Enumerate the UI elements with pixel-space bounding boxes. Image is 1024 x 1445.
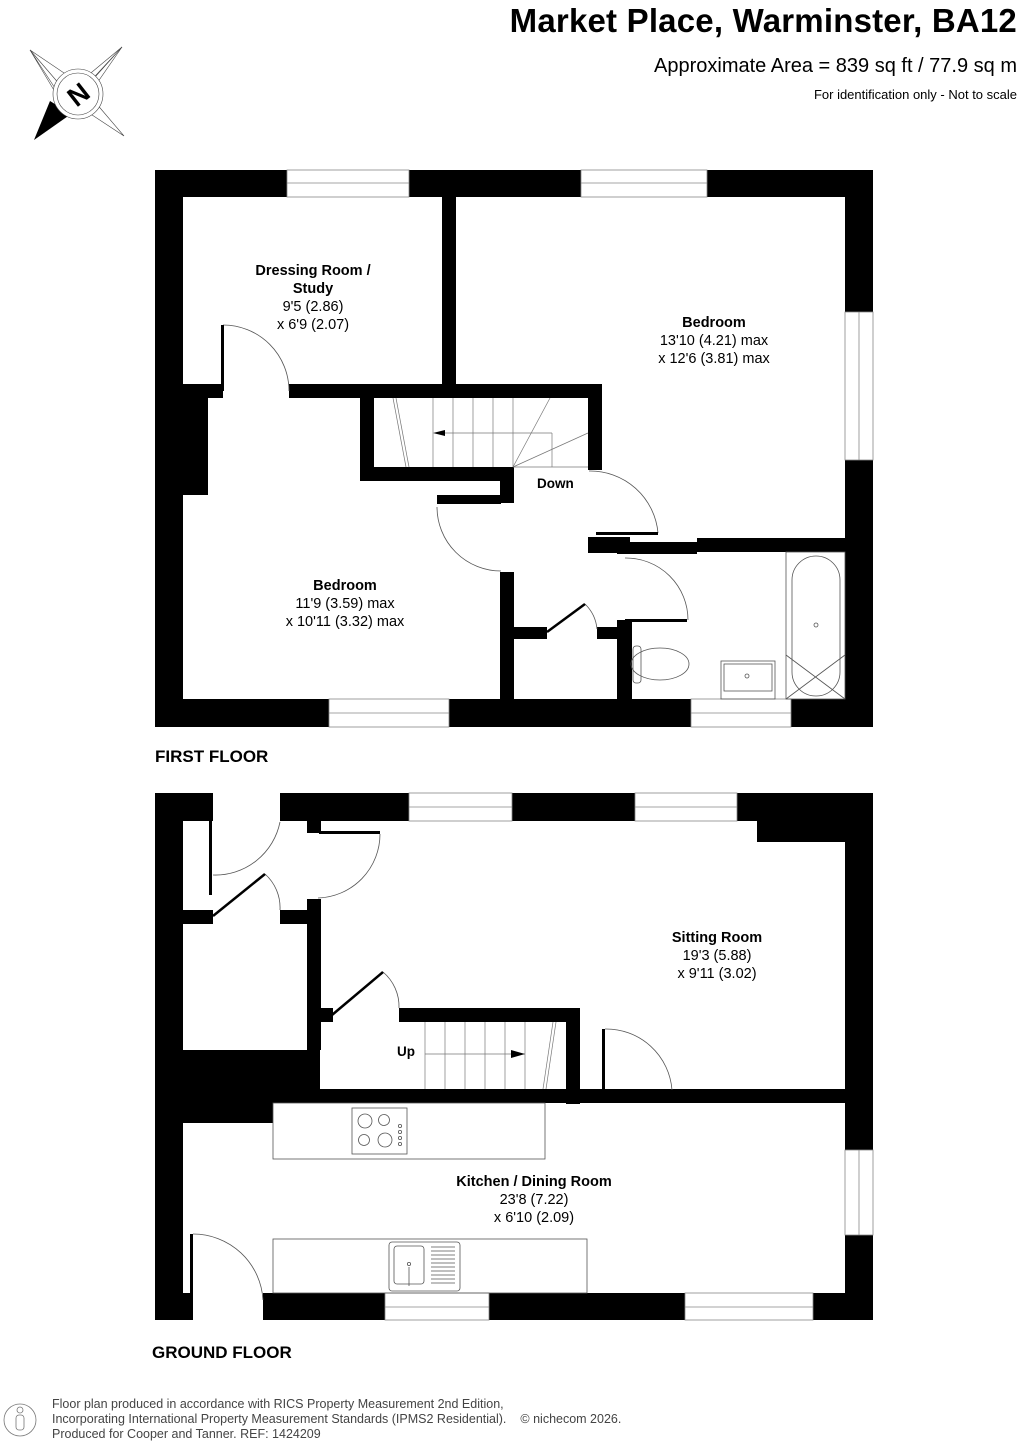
room-name: Kitchen / Dining Room — [456, 1174, 612, 1190]
stairs-down-label: Down — [537, 476, 574, 491]
page-title: Market Place, Warminster, BA12 — [509, 2, 1017, 39]
room-name-line2: Study — [292, 281, 334, 297]
north-compass-icon: N — [29, 46, 125, 140]
room-dimension-1: 9'5 (2.86) — [282, 299, 344, 315]
first-floor-walls — [155, 170, 873, 727]
footer-text: Floor plan produced in accordance with R… — [52, 1397, 621, 1442]
room-dimension-2: x 6'9 (2.07) — [276, 317, 350, 333]
footer-line-2: Incorporating International Property Mea… — [52, 1412, 507, 1426]
ground-floor-label: GROUND FLOOR — [152, 1343, 292, 1362]
stairs-up-label: Up — [397, 1044, 415, 1059]
room-dimension-2: x 12'6 (3.81) max — [658, 351, 770, 367]
room-name: Bedroom — [682, 315, 746, 331]
copyright: © nichecom 2026. — [520, 1412, 622, 1426]
room-label-dressing-room: Dressing Room / Study 9'5 (2.86) x 6'9 (… — [255, 262, 370, 334]
room-label-main-bedroom: Bedroom 13'10 (4.21) max x 12'6 (3.81) m… — [658, 314, 770, 368]
person-icon — [3, 1403, 37, 1437]
ground-floor-stairs — [424, 1021, 557, 1090]
footer-line-1: Floor plan produced in accordance with R… — [52, 1397, 504, 1411]
room-dimension-1: 19'3 (5.88) — [682, 948, 752, 964]
room-label-second-bedroom: Bedroom 11'9 (3.59) max x 10'11 (3.32) m… — [286, 577, 405, 631]
first-floor-windows — [286, 169, 874, 728]
room-name: Bedroom — [313, 578, 377, 594]
room-name: Dressing Room / — [255, 263, 371, 279]
room-dimension-1: 23'8 (7.22) — [499, 1192, 569, 1208]
room-label-sitting-room: Sitting Room 19'3 (5.88) x 9'11 (3.02) — [672, 929, 762, 983]
disclaimer: For identification only - Not to scale — [813, 87, 1017, 102]
room-dimension-2: x 6'10 (2.09) — [493, 1210, 575, 1226]
room-dimension-1: 13'10 (4.21) max — [659, 333, 769, 349]
first-floor-stairs — [392, 397, 589, 468]
room-label-kitchen-dining: Kitchen / Dining Room 23'8 (7.22) x 6'10… — [456, 1173, 611, 1227]
kitchen-fixtures — [272, 1102, 588, 1294]
room-dimension-2: x 10'11 (3.32) max — [285, 614, 405, 630]
approximate-area: Approximate Area = 839 sq ft / 77.9 sq m — [654, 55, 1017, 77]
ground-floor-windows — [384, 792, 874, 1321]
first-floor-doors — [222, 324, 689, 630]
room-dimension-1: 11'9 (3.59) max — [295, 596, 395, 612]
ground-floor-doors — [192, 821, 673, 1301]
bathroom-fixtures — [630, 551, 846, 700]
ground-floor-walls — [155, 793, 873, 1320]
footer-line-3: Produced for Cooper and Tanner. REF: 142… — [52, 1427, 321, 1441]
first-floor-label: FIRST FLOOR — [155, 747, 269, 766]
room-name: Sitting Room — [671, 930, 763, 946]
room-dimension-2: x 9'11 (3.02) — [677, 966, 757, 982]
